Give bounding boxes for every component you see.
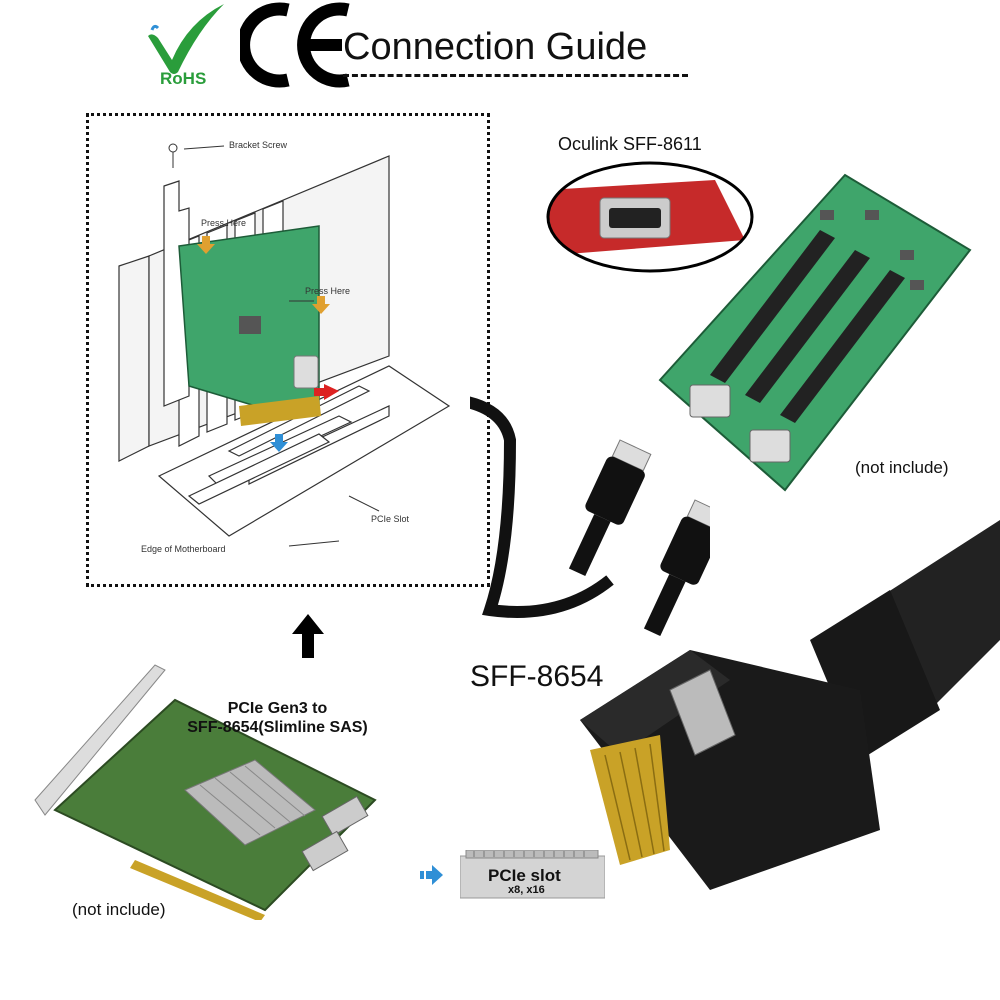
card-not-included-note: (not include) — [72, 900, 166, 919]
up-arrow-icon — [288, 612, 328, 662]
label-edge-motherboard: Edge of Motherboard — [141, 544, 226, 554]
card-title: PCIe Gen3 to SFF-8654(Slimline SAS) — [165, 699, 390, 737]
rohs-logo: RoHS — [138, 2, 238, 88]
cable-assembly — [372, 370, 727, 670]
installation-diagram: Bracket Screw Press Here Press Here PCIe… — [86, 113, 490, 587]
hba-card — [25, 660, 400, 922]
sff-8654-connector — [560, 520, 1000, 900]
sff-8654-label: SFF-8654 — [470, 660, 604, 693]
pcie-slot-badge — [459, 849, 606, 900]
installation-illustration — [118, 143, 451, 547]
page-title: Connection Guide — [343, 26, 648, 68]
label-bracket-screw: Bracket Screw — [229, 140, 288, 150]
label-pcie-slot: PCIe Slot — [371, 514, 410, 524]
riser-board — [650, 170, 980, 500]
oculink-label: Oculink SFF-8611 — [558, 134, 702, 154]
right-arrow-icon — [418, 862, 444, 888]
label-press-here-2: Press Here — [305, 286, 351, 296]
ce-mark-icon — [237, 0, 360, 90]
oculink-port-closeup — [545, 160, 755, 275]
card-title-line2: SFF-8654(Slimline SAS) — [187, 719, 368, 736]
riser-not-included-note: (not include) — [855, 458, 949, 477]
rohs-text: RoHS — [160, 69, 206, 88]
card-title-line1: PCIe Gen3 to — [227, 700, 328, 717]
pcie-slot-subtitle: x8, x16 — [508, 884, 545, 896]
label-press-here-1: Press Here — [201, 218, 247, 228]
title-underline — [343, 74, 688, 77]
pcie-slot-title: PCIe slot — [488, 866, 561, 885]
